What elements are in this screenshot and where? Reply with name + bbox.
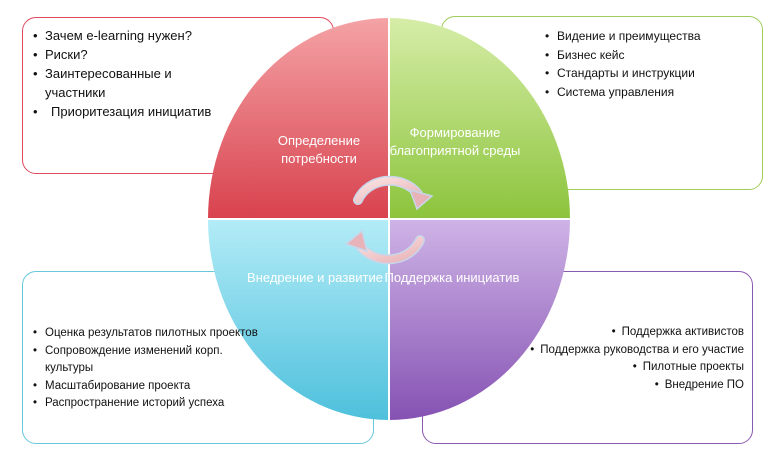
list-item: •Риски? [33,47,88,62]
list-implementation: •Оценка результатов пилотных проектов •С… [33,325,273,413]
list-item: •Поддержка активистов [611,326,744,338]
quadrant-label-support: Поддержка инициатив [384,270,520,285]
list-needs: •Зачем e-learning нужен? •Риски? •Заинте… [33,26,213,121]
list-item: •Масштабирование проекта [33,379,191,392]
quadrant-top-left [208,18,389,219]
quadrant-bottom-right [389,219,570,420]
list-item: •Бизнес кейс [545,47,625,62]
cycle-arrows-icon [344,175,434,265]
list-item: •Распространение историй успеха [33,397,225,409]
list-item: •Зачем e-learning нужен? [33,28,192,43]
list-item: •Сопровождение изменений корп. культуры [33,344,223,375]
list-item: •Приоритезация инициатив [33,104,212,119]
list-item: •Пилотные проекты [632,361,744,373]
list-item: •Поддержка руководства и его участие [530,343,744,356]
list-item: •Оценка результатов пилотных проектов [33,327,258,339]
list-item: •Внедрение ПО [654,378,744,391]
list-environment: •Видение и преимущества •Бизнес кейс •Ст… [545,27,755,101]
list-item: •Стандарты и инструкции [545,66,695,80]
list-item: •Заинтересованные и участники [33,66,172,100]
quadrant-label-environment: Формирование благоприятной среды [389,125,521,158]
quadrant-label-implementation: Внедрение и развитие [247,270,383,285]
quadrant-label-needs: Определение потребности [277,133,361,166]
list-item: •Система управления [545,84,675,99]
quadrant-top-right [389,18,570,219]
list-support: •Поддержка активистов •Поддержка руковод… [514,324,744,394]
quadrant-bottom-left [208,219,389,420]
list-item: •Видение и преимущества [545,29,701,43]
